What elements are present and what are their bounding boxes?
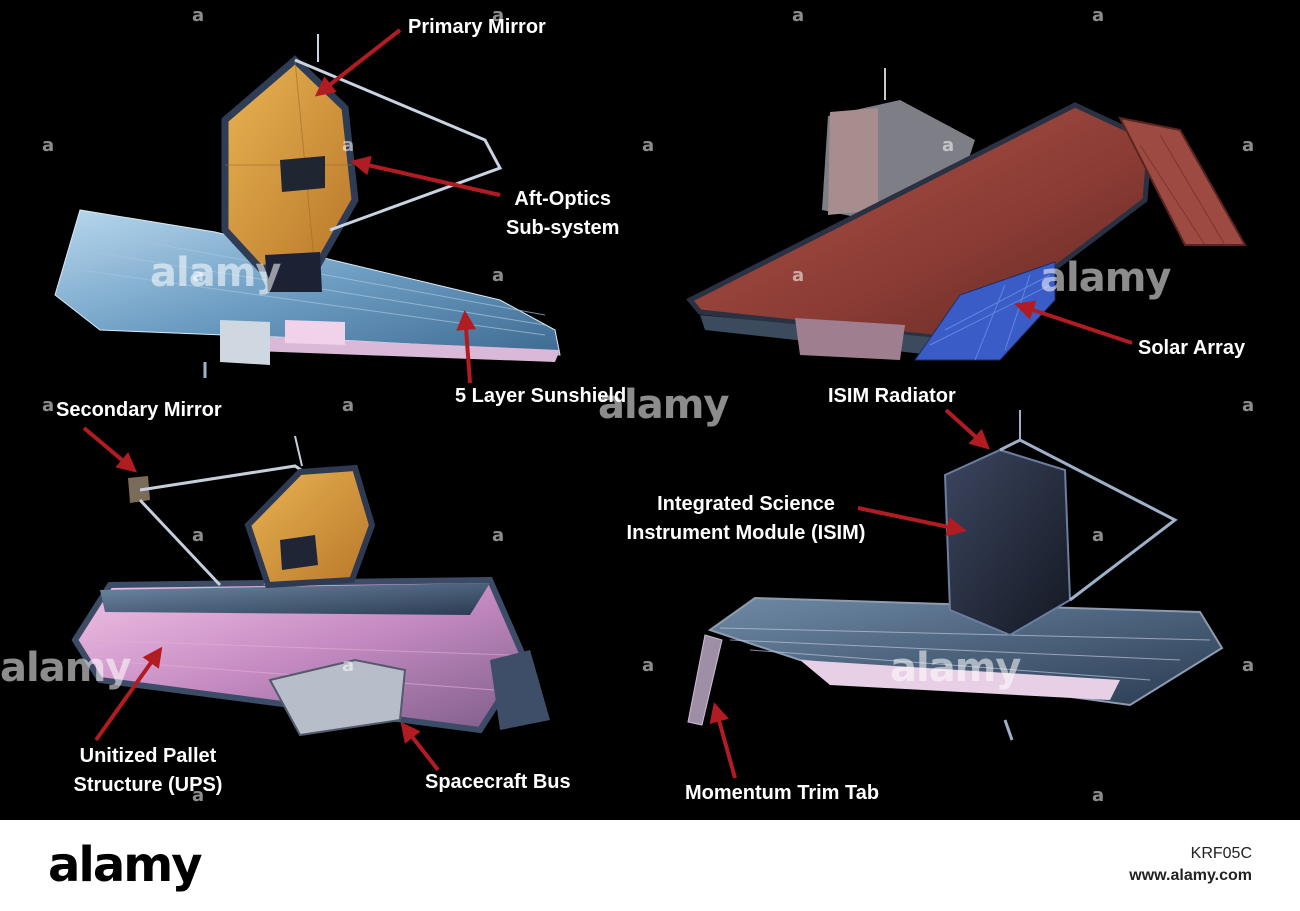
callout-arrows	[82, 28, 1133, 779]
label-ups-line2: Structure (UPS)	[73, 774, 223, 796]
watermark-dot: a	[1242, 395, 1255, 416]
watermark-text: alamy	[598, 382, 729, 428]
arrow-primary-mirror	[314, 28, 402, 97]
stock-footer-bar: alamy KRF05C www.alamy.com	[0, 820, 1300, 911]
watermark-dot: a	[642, 135, 655, 156]
spacecraft-bus-shape	[268, 658, 407, 737]
watermark-dot: a	[192, 785, 205, 806]
watermark-dot: a	[1242, 655, 1255, 676]
momentum-trim-tab-shape	[687, 634, 723, 726]
label-primary-mirror: Primary Mirror	[408, 16, 546, 38]
watermark-dot: a	[1092, 785, 1105, 806]
arrow-trim-tab	[709, 702, 737, 779]
watermark-dot: a	[792, 265, 805, 286]
arrow-spacecraft-bus	[400, 721, 440, 772]
label-isim-radiator: ISIM Radiator	[828, 385, 956, 407]
telescope-lower-left-view	[71, 435, 550, 737]
label-isim-line2: Instrument Module (ISIM)	[626, 522, 866, 544]
arrow-isim-radiator	[944, 408, 990, 450]
label-isim-line1: Integrated Science	[657, 493, 835, 515]
arrow-aft-optics	[350, 155, 501, 197]
watermark-dot: a	[492, 265, 505, 286]
watermark-dot: a	[342, 135, 355, 156]
label-spacecraft-bus: Spacecraft Bus	[425, 771, 571, 793]
watermark-dot: a	[1242, 135, 1255, 156]
label-ups: Unitized Pallet Structure (UPS)	[60, 742, 236, 800]
arrow-isim	[857, 506, 967, 537]
watermark-dot: a	[792, 5, 805, 26]
telescope-front-view	[54, 34, 561, 378]
telescope-lower-right-view	[687, 410, 1224, 741]
watermark-text: alamy	[150, 250, 281, 296]
watermark-text: alamy	[890, 645, 1021, 691]
label-aft-optics: Aft-Optics Sub-system	[506, 185, 619, 243]
label-sunshield: 5 Layer Sunshield	[455, 385, 627, 407]
watermark-dot: a	[942, 135, 955, 156]
watermark-dot: a	[342, 655, 355, 676]
arrow-secondary-mirror	[82, 426, 138, 473]
watermark-dot: a	[342, 395, 355, 416]
label-aft-optics-line2: Sub-system	[506, 217, 620, 239]
label-isim: Integrated Science Instrument Module (IS…	[606, 490, 886, 548]
watermark-text: alamy	[1040, 255, 1171, 301]
watermark-dot: a	[42, 135, 55, 156]
telescope-rear-view	[686, 68, 1247, 361]
image-id: KRF05C	[1190, 845, 1252, 862]
watermark-dot: a	[642, 655, 655, 676]
label-trim-tab: Momentum Trim Tab	[685, 782, 880, 804]
watermark-dot: a	[492, 5, 505, 26]
watermark-dot: a	[42, 395, 55, 416]
site-url: www.alamy.com	[1129, 867, 1252, 884]
telescope-illustrations	[54, 28, 1247, 779]
label-secondary-mirror: Secondary Mirror	[56, 399, 222, 421]
watermark-dot: a	[192, 265, 205, 286]
arrow-ups	[94, 646, 163, 742]
isim-module-shape	[943, 448, 1072, 637]
label-solar-array: Solar Array	[1138, 337, 1246, 359]
secondary-mirror-shape	[128, 476, 150, 503]
brand-logo: alamy	[48, 837, 203, 893]
label-aft-optics-line1: Aft-Optics	[514, 188, 612, 210]
watermark-dot: a	[1092, 525, 1105, 546]
watermark-text: alamy	[0, 645, 131, 691]
watermark-dot: a	[192, 5, 205, 26]
watermark-dot: a	[1092, 5, 1105, 26]
watermark-dot: a	[192, 525, 205, 546]
arrow-solar-array	[1014, 300, 1133, 345]
watermark-dot: a	[492, 525, 505, 546]
label-ups-line1: Unitized Pallet	[79, 745, 217, 767]
arrow-sunshield	[456, 310, 477, 384]
